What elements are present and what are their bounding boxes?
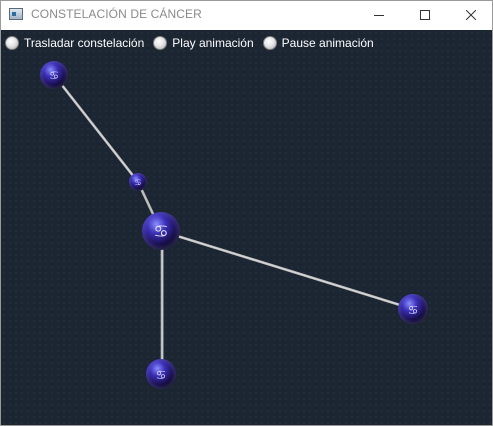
close-icon [466, 10, 476, 20]
radio-label: Trasladar constelación [24, 36, 145, 50]
star-4[interactable]: ♋ [398, 294, 428, 324]
maximize-icon [420, 10, 430, 20]
radio-button-icon[interactable] [153, 36, 168, 50]
title-bar[interactable]: CONSTELACIÓN DE CÁNCER [1, 1, 492, 30]
cancer-symbol-icon: ♋ [408, 303, 419, 317]
cancer-symbol-icon: ♋ [156, 368, 167, 382]
constellation-scene: ♋ ♋ ♋ ♋ [40, 61, 428, 389]
radio-play-animacion[interactable]: Play animación [153, 36, 254, 50]
maximize-button[interactable] [402, 1, 448, 30]
radio-button-icon[interactable] [5, 36, 19, 50]
star-3[interactable]: ♋ [142, 212, 180, 250]
cancer-symbol-icon: ♋ [134, 178, 141, 187]
constellation-stars: ♋ ♋ ♋ ♋ [40, 61, 428, 389]
close-button[interactable] [448, 1, 492, 30]
radio-button-icon[interactable] [262, 36, 277, 50]
constellation-links [52, 73, 415, 375]
radio-label: Pause animación [281, 36, 374, 50]
window-title: CONSTELACIÓN DE CÁNCER [31, 7, 202, 21]
radio-label: Play animación [172, 36, 254, 50]
star-5[interactable]: ♋ [146, 359, 176, 389]
cancer-symbol-icon: ♋ [49, 69, 59, 82]
radio-trasladar-constelacion[interactable]: Trasladar constelación [5, 36, 144, 50]
app-icon [9, 8, 23, 20]
constellation-canvas[interactable]: Trasladar constelación Play animación Pa… [1, 30, 492, 425]
minimize-button[interactable] [356, 1, 402, 30]
star-1[interactable]: ♋ [40, 61, 68, 89]
animation-options: Trasladar constelación Play animación Pa… [5, 36, 383, 50]
cancer-symbol-icon: ♋ [153, 222, 168, 242]
radio-pause-animacion[interactable]: Pause animación [262, 36, 374, 50]
star-2[interactable]: ♋ [129, 173, 147, 191]
minimize-icon [374, 15, 384, 16]
